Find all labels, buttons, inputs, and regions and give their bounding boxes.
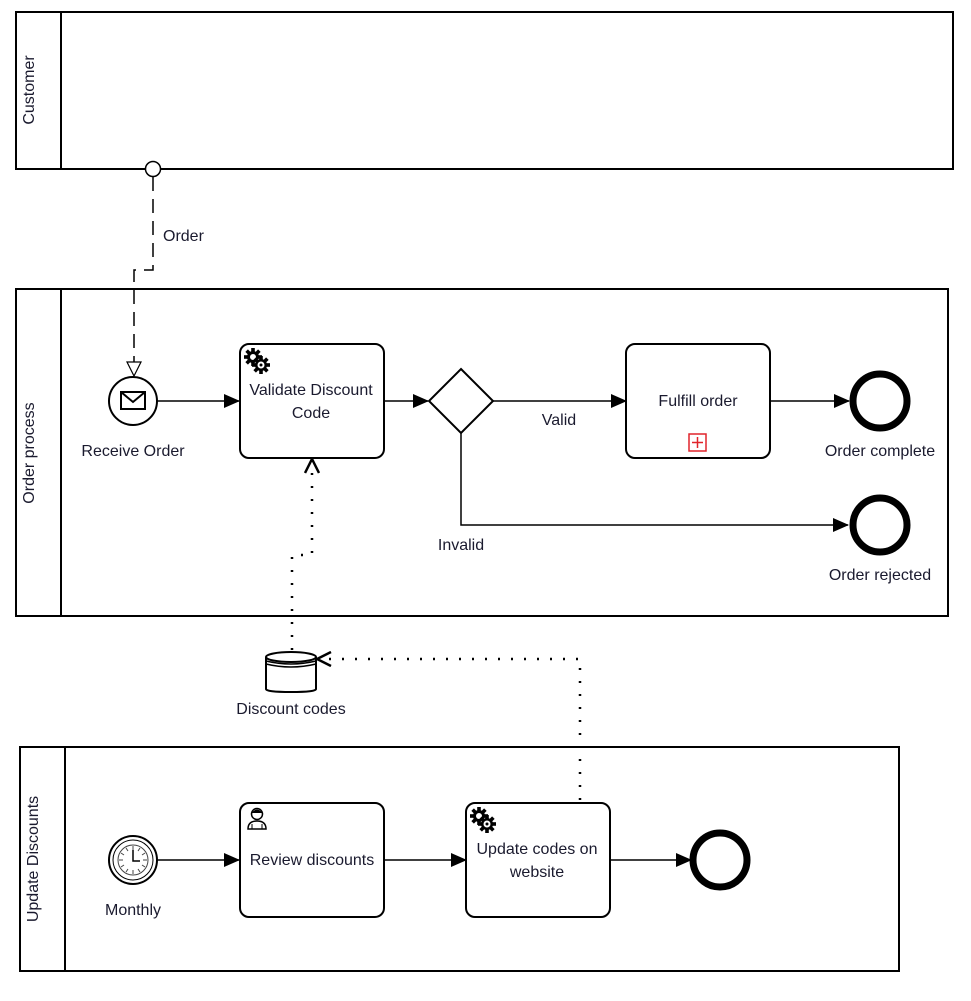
end-event-order-rejected[interactable]: Order rejected [829,494,931,584]
task-validate-discount-code[interactable]: Validate Discount Code [239,343,385,459]
subprocess-fulfill-label: Fulfill order [658,393,738,410]
data-store-discount-codes[interactable]: Discount codes [236,651,346,718]
end-event-order-rejected-label: Order rejected [829,567,931,584]
message-flow-line[interactable] [134,177,154,375]
data-association-store-to-validate[interactable] [290,460,312,650]
start-event-label: Receive Order [81,443,185,460]
sequence-flow-invalid-label: Invalid [438,537,484,554]
sequence-flow-valid-label: Valid [542,412,576,429]
end-event-order-complete[interactable]: Order complete [825,370,935,460]
task-update-codes[interactable]: Update codes on website [465,802,611,918]
sequence-flow-invalid[interactable] [460,433,849,532]
user-icon [247,807,267,830]
task-update-label-line1: Update codes on [477,841,598,858]
data-store-label: Discount codes [236,701,345,718]
message-flow-source-circle [144,160,162,178]
pool-customer[interactable]: Customer [15,11,954,170]
envelope-icon [120,391,146,410]
start-event-receive-order[interactable]: Receive Order [81,376,185,460]
pool-customer-frame[interactable] [15,11,954,170]
pool-order-process-label: Order process [21,402,38,503]
task-validate-label-line2: Code [292,405,330,422]
clock-icon [117,844,149,876]
pool-customer-label: Customer [21,55,38,125]
end-event-order-complete-label: Order complete [825,443,935,460]
task-validate-label-line1: Validate Discount [249,382,373,399]
plus-marker-icon[interactable] [688,433,707,452]
message-flow-label: Order [163,228,205,245]
pool-order-process-frame[interactable] [15,288,949,617]
pool-update-discounts[interactable]: Update Discounts [19,746,900,972]
end-event-circle[interactable] [849,494,911,556]
pool-update-discounts-label: Update Discounts [25,796,42,922]
subprocess-fulfill-order[interactable]: Fulfill order [625,343,771,459]
pool-order-process[interactable]: Order process [15,288,949,617]
start-event-monthly-label: Monthly [105,902,161,919]
start-event-monthly[interactable]: Monthly [105,835,161,919]
database-icon[interactable] [265,651,317,694]
task-review-discounts[interactable]: Review discounts [239,802,385,918]
end-event-circle[interactable] [849,370,911,432]
task-update-label-line2: website [509,864,564,881]
message-flow-order[interactable]: Order [134,160,205,376]
task-review-label: Review discounts [250,852,375,869]
end-event-update-discounts[interactable] [689,829,751,891]
end-event-circle[interactable] [689,829,751,891]
